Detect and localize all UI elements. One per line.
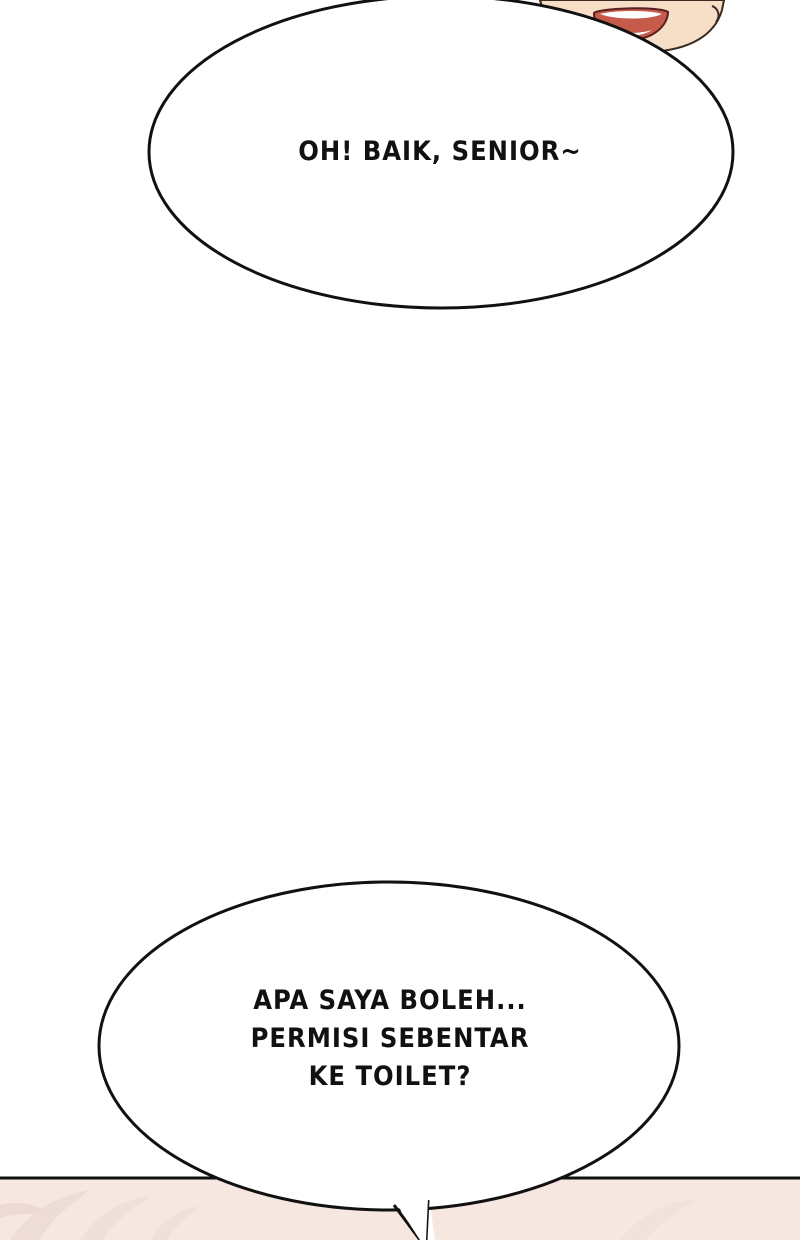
- dialogue-line: KE TOILET?: [308, 1061, 472, 1092]
- plant-leaves: [0, 1190, 700, 1240]
- dialogue-line: APA SAYA BOLEH...: [253, 985, 527, 1016]
- dialogue-line: OH! BAIK, SENIOR~: [298, 136, 582, 167]
- speech-bubble-top: [147, 0, 735, 310]
- dialogue-line: PERMISI SEBENTAR: [250, 1023, 530, 1054]
- speech-bubble-bottom: [97, 880, 681, 1240]
- dialogue-text-top: OH! BAIK, SENIOR~: [190, 133, 690, 171]
- dialogue-text-bottom: APA SAYA BOLEH... PERMISI SEBENTAR KE TO…: [140, 982, 640, 1096]
